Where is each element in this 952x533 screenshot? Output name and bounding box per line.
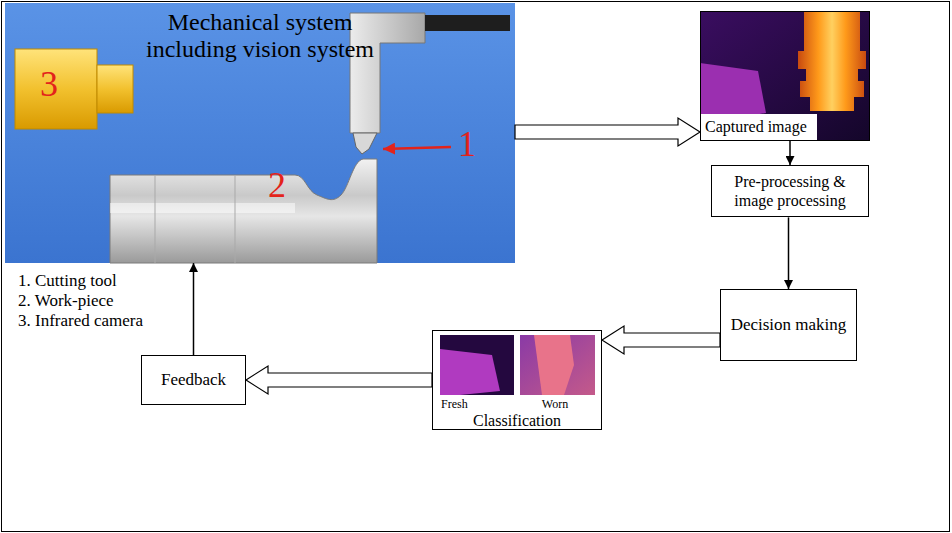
label-holder: 1. Cutting tool [18,271,117,291]
camera-lens [97,65,133,113]
node-text: Worn [542,397,568,412]
work-piece-edge [155,175,235,263]
callout-number: 2 [268,165,286,205]
node-text: Classification [473,412,561,429]
legend-item: 1. Cutting tool [18,271,117,290]
worn-thermal-image [520,335,595,395]
node-text: Captured image [701,114,817,140]
cutting-insert [353,133,377,154]
node-text: Pre-processing & image processing [720,172,860,210]
panel-background [5,3,515,263]
thermal-background [440,335,514,395]
work-piece-highlight [110,203,295,213]
thermal-tool [440,349,500,395]
label-holder: 1 [458,124,476,165]
node-text: Feedback [161,370,226,390]
flow-arrow [789,141,791,165]
tool-shank [425,15,510,31]
tool-holder [350,13,425,133]
label-holder: 3 [40,64,58,105]
thermal-tool [700,63,766,119]
flow-arrow [193,263,195,355]
fresh-thermal-image [440,335,514,395]
node-text: Fresh [441,397,468,412]
legend-item: 2. Work-piece [18,291,114,310]
hot-work-piece [798,11,866,111]
thermal-image [700,11,870,141]
flow-arrow [246,366,432,394]
label-holder: 2 [268,165,286,206]
thermal-tool [534,335,574,395]
connector-group [194,118,791,394]
pointer-arrow [383,147,451,149]
thermal-background [520,335,595,395]
process-box: Pre-processing & image processing [711,165,869,217]
node-text: Mechanical system including vision syste… [130,9,390,63]
image-box: Captured image [700,11,870,141]
node-text: Decision making [731,315,847,335]
classification-box: Fresh WornClassification [432,330,602,430]
thermal-background [700,11,870,141]
flow-arrow [515,118,700,146]
callout-number: 3 [40,64,58,104]
process-box: Feedback [141,355,246,405]
flow-arrow [788,217,790,289]
callout-number: 1 [458,124,476,164]
decision-box: Decision making [720,289,857,361]
label-holder: 2. Work-piece [18,291,114,311]
camera-body [15,49,97,129]
label-holder: 3. Infrared camera [18,311,143,331]
machine-illustration [5,3,515,263]
legend-item: 3. Infrared camera [18,311,143,330]
system-panel: Mechanical system including vision syste… [5,3,515,263]
flow-arrow [602,326,720,354]
work-piece [110,159,377,263]
